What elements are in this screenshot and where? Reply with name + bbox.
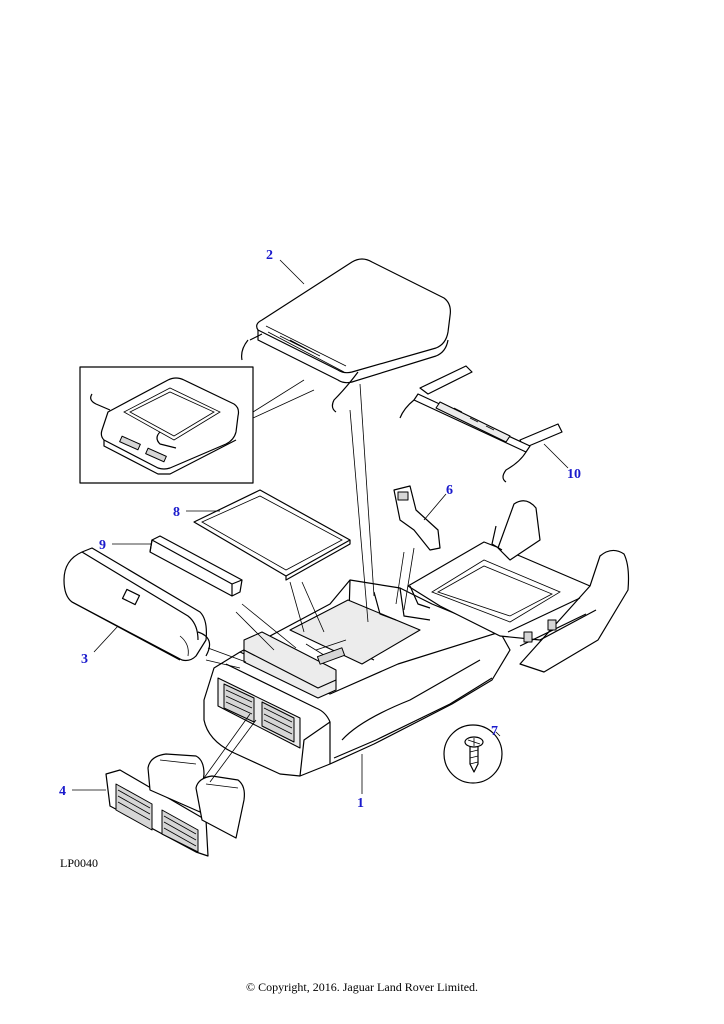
lid-to-inset-lines [252, 379, 315, 419]
copyright-notice: © Copyright, 2016. Jaguar Land Rover Lim… [245, 980, 479, 994]
console-body [203, 500, 630, 777]
callout-9: 9 [99, 538, 106, 553]
hinge-assembly [399, 365, 563, 483]
assembly-lines [203, 383, 415, 783]
side-trim-panel [63, 547, 211, 662]
callout-6: 6 [446, 483, 453, 498]
console-vent-right [261, 701, 295, 743]
callout-2: 2 [266, 248, 273, 263]
armrest-lid [241, 258, 451, 413]
console-vent-left [223, 683, 255, 723]
bracket [393, 485, 441, 551]
callout-4: 4 [59, 784, 66, 799]
callout-labels: 2 8 9 3 4 6 7 10 1 [59, 248, 581, 811]
trim-strip [149, 535, 243, 597]
screw [443, 724, 503, 784]
callout-8: 8 [173, 505, 180, 520]
callout-1: 1 [357, 796, 364, 811]
callout-3: 3 [81, 652, 88, 667]
storage-mat [193, 489, 351, 581]
callout-10: 10 [567, 467, 581, 482]
callout-7: 7 [491, 724, 498, 739]
callout-leaders [72, 259, 569, 794]
rear-air-vent [105, 753, 245, 857]
diagram-reference-code: LP0040 [60, 856, 99, 870]
inset-detail-box [79, 366, 254, 484]
